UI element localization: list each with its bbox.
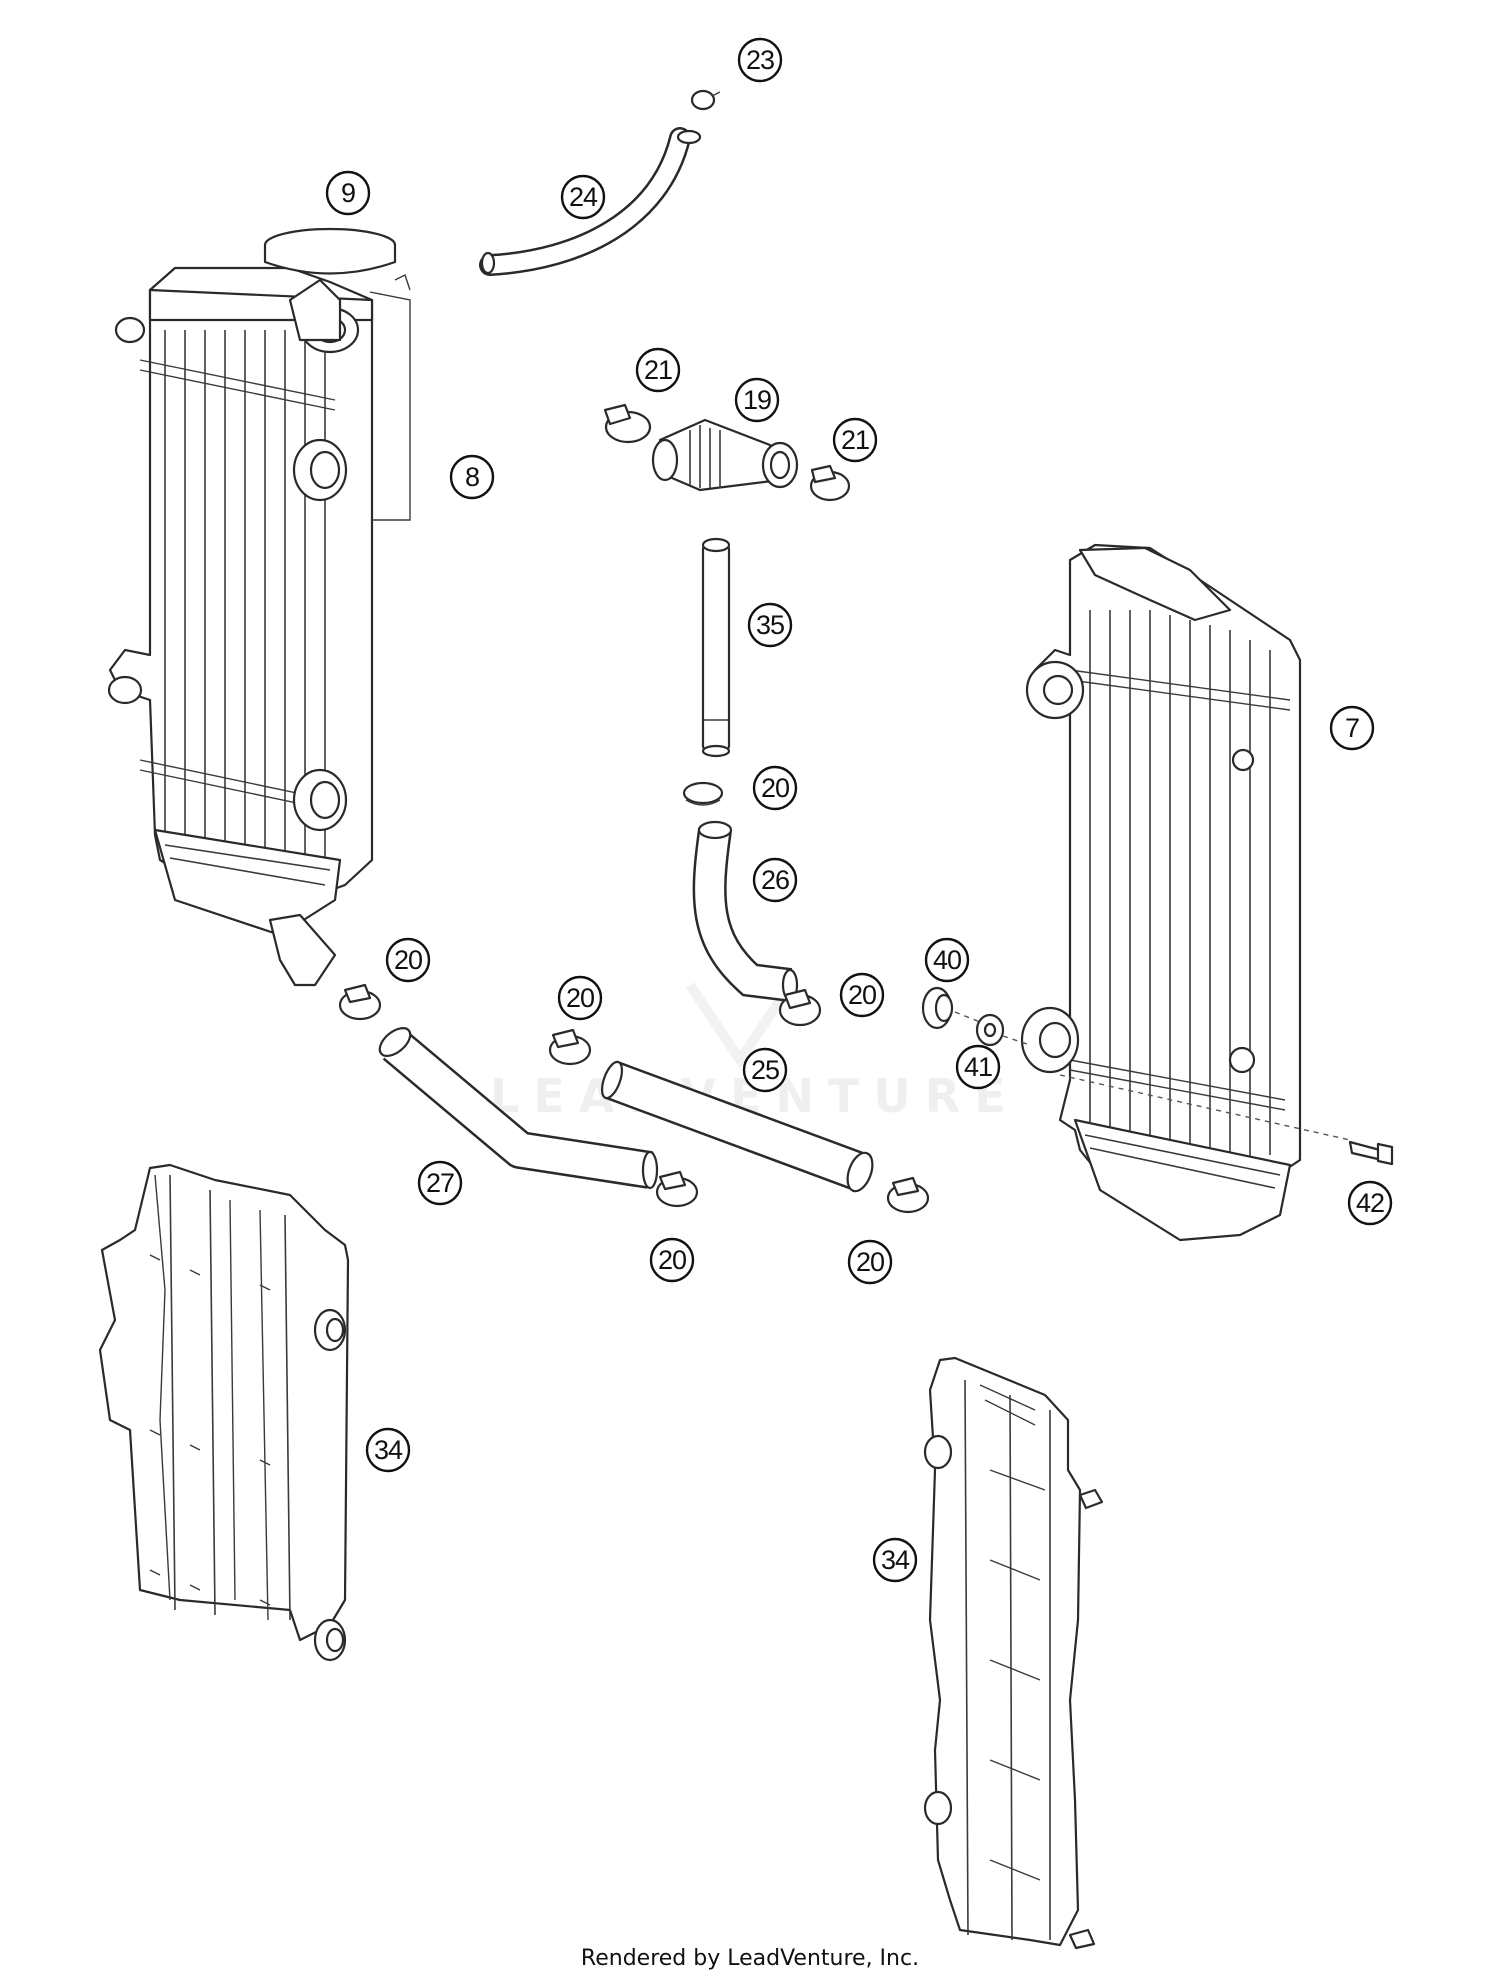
left-radiator-shroud: [98, 1163, 350, 1662]
footer-credit: Rendered by LeadVenture, Inc.: [580, 1946, 920, 1971]
callout-26: 26: [752, 857, 798, 903]
callout-label: 25: [751, 1055, 779, 1085]
callout-label: 20: [566, 983, 594, 1013]
washer: [975, 1013, 1005, 1047]
hose-clamp-20-middle: [548, 1028, 592, 1066]
callout-35: 35: [747, 602, 793, 648]
thermostat-connector: [651, 418, 799, 492]
hose-clamp-20-left: [338, 983, 382, 1021]
callout-label: 26: [761, 865, 789, 895]
callout-label: 21: [644, 355, 672, 385]
callout-8: 8: [449, 454, 495, 500]
hose-clamp-21-left: [603, 403, 652, 444]
callout-label: 20: [848, 980, 876, 1010]
callout-label: 9: [341, 178, 355, 208]
rubber-grommet: [921, 986, 954, 1030]
coolant-pipe: [701, 537, 731, 758]
lower-hose-right: [600, 1060, 874, 1193]
hose-clamp-20-bottom-right: [886, 1176, 930, 1214]
callout-label: 24: [569, 182, 598, 212]
lower-hose-left: [378, 1027, 659, 1190]
callout-label: 23: [746, 45, 774, 75]
hose-clamp-20-top: [682, 781, 724, 806]
callout-label: 34: [374, 1435, 403, 1465]
callout-label: 20: [856, 1247, 884, 1277]
callout-label: 19: [743, 385, 771, 415]
callout-34-left: 34: [365, 1427, 411, 1473]
hose-clamp-small: [690, 89, 721, 111]
callout-label: 20: [394, 945, 422, 975]
overflow-hose: [479, 127, 702, 276]
callout-label: 34: [881, 1545, 910, 1575]
callout-21-right: 21: [832, 417, 878, 463]
bent-hose: [692, 820, 799, 1002]
watermark-logo: [685, 982, 795, 1070]
callout-label: 27: [426, 1168, 454, 1198]
radiator-cap: [263, 227, 411, 291]
callout-label: 20: [658, 1245, 686, 1275]
callout-23: 23: [737, 37, 783, 83]
callout-7: 7: [1329, 705, 1375, 751]
callout-41: 41: [955, 1044, 1001, 1090]
callout-27: 27: [417, 1160, 463, 1206]
callout-19: 19: [734, 377, 780, 423]
callout-9: 9: [325, 170, 371, 216]
callout-label: 7: [1345, 713, 1359, 743]
callout-label: 40: [933, 945, 961, 975]
screw: [1348, 1140, 1394, 1166]
hose-clamp-20-mid-right: [778, 988, 822, 1027]
callout-20-mid-right: 20: [839, 972, 885, 1018]
callout-42: 42: [1347, 1180, 1393, 1226]
callout-label: 35: [756, 610, 784, 640]
callout-label: 8: [465, 462, 479, 492]
hose-clamp-21-right: [809, 464, 851, 502]
callout-34-right: 34: [872, 1537, 918, 1583]
callout-label: 41: [964, 1052, 992, 1082]
right-radiator: [1020, 543, 1302, 1242]
callout-20-middle: 20: [557, 975, 603, 1021]
callout-label: 42: [1356, 1188, 1384, 1218]
callout-40: 40: [924, 937, 970, 983]
left-radiator: [107, 266, 411, 987]
callout-20-top: 20: [752, 765, 798, 811]
callout-label: 20: [761, 773, 789, 803]
assembly-line-grommet: [954, 1011, 1031, 1046]
callout-label: 21: [841, 425, 869, 455]
callout-24: 24: [560, 174, 606, 220]
hose-clamp-20-bottom-middle: [655, 1170, 699, 1208]
callout-25: 25: [742, 1047, 788, 1093]
callout-20-bottom-middle: 20: [649, 1237, 695, 1283]
right-radiator-shroud: [923, 1356, 1104, 1950]
callout-20-bottom-right: 20: [847, 1239, 893, 1285]
callout-20-left: 20: [385, 937, 431, 983]
callout-21-left: 21: [635, 347, 681, 393]
